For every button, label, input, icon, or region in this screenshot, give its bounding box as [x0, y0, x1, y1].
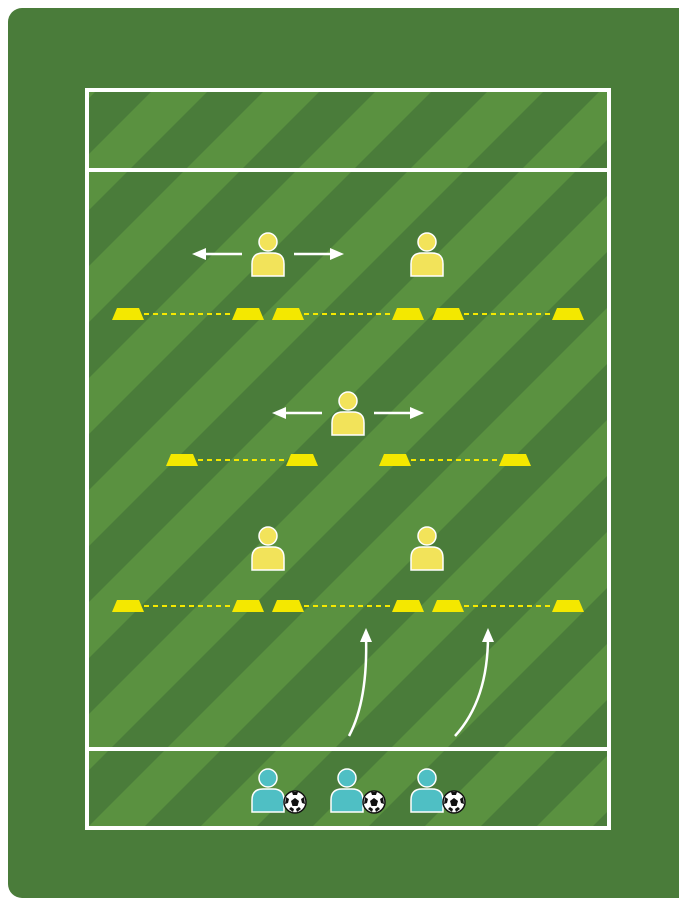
- player-head: [259, 233, 277, 251]
- player-body: [331, 789, 363, 812]
- cone-marker: [272, 308, 304, 320]
- soccer-ball-icon: [284, 791, 306, 813]
- cone-marker: [166, 454, 198, 466]
- cone-marker: [232, 308, 264, 320]
- cone-marker: [552, 600, 584, 612]
- cone-marker: [112, 308, 144, 320]
- cone-marker: [379, 454, 411, 466]
- player-body: [252, 789, 284, 812]
- cone-marker: [432, 308, 464, 320]
- player-body: [332, 412, 364, 435]
- player-body: [411, 253, 443, 276]
- cone-marker: [392, 308, 424, 320]
- cone-marker: [112, 600, 144, 612]
- soccer-ball-icon: [363, 791, 385, 813]
- player-head: [418, 233, 436, 251]
- cone-marker: [232, 600, 264, 612]
- player-body: [411, 789, 443, 812]
- player-head: [418, 769, 436, 787]
- player-head: [418, 527, 436, 545]
- cone-marker: [432, 600, 464, 612]
- player-body: [252, 253, 284, 276]
- player-head: [259, 527, 277, 545]
- cone-marker: [286, 454, 318, 466]
- player-body: [252, 547, 284, 570]
- soccer-ball-icon: [443, 791, 465, 813]
- player-head: [338, 769, 356, 787]
- player-body: [411, 547, 443, 570]
- cone-marker: [392, 600, 424, 612]
- cone-marker: [272, 600, 304, 612]
- player-head: [259, 769, 277, 787]
- player-head: [339, 392, 357, 410]
- cone-marker: [499, 454, 531, 466]
- cone-marker: [552, 308, 584, 320]
